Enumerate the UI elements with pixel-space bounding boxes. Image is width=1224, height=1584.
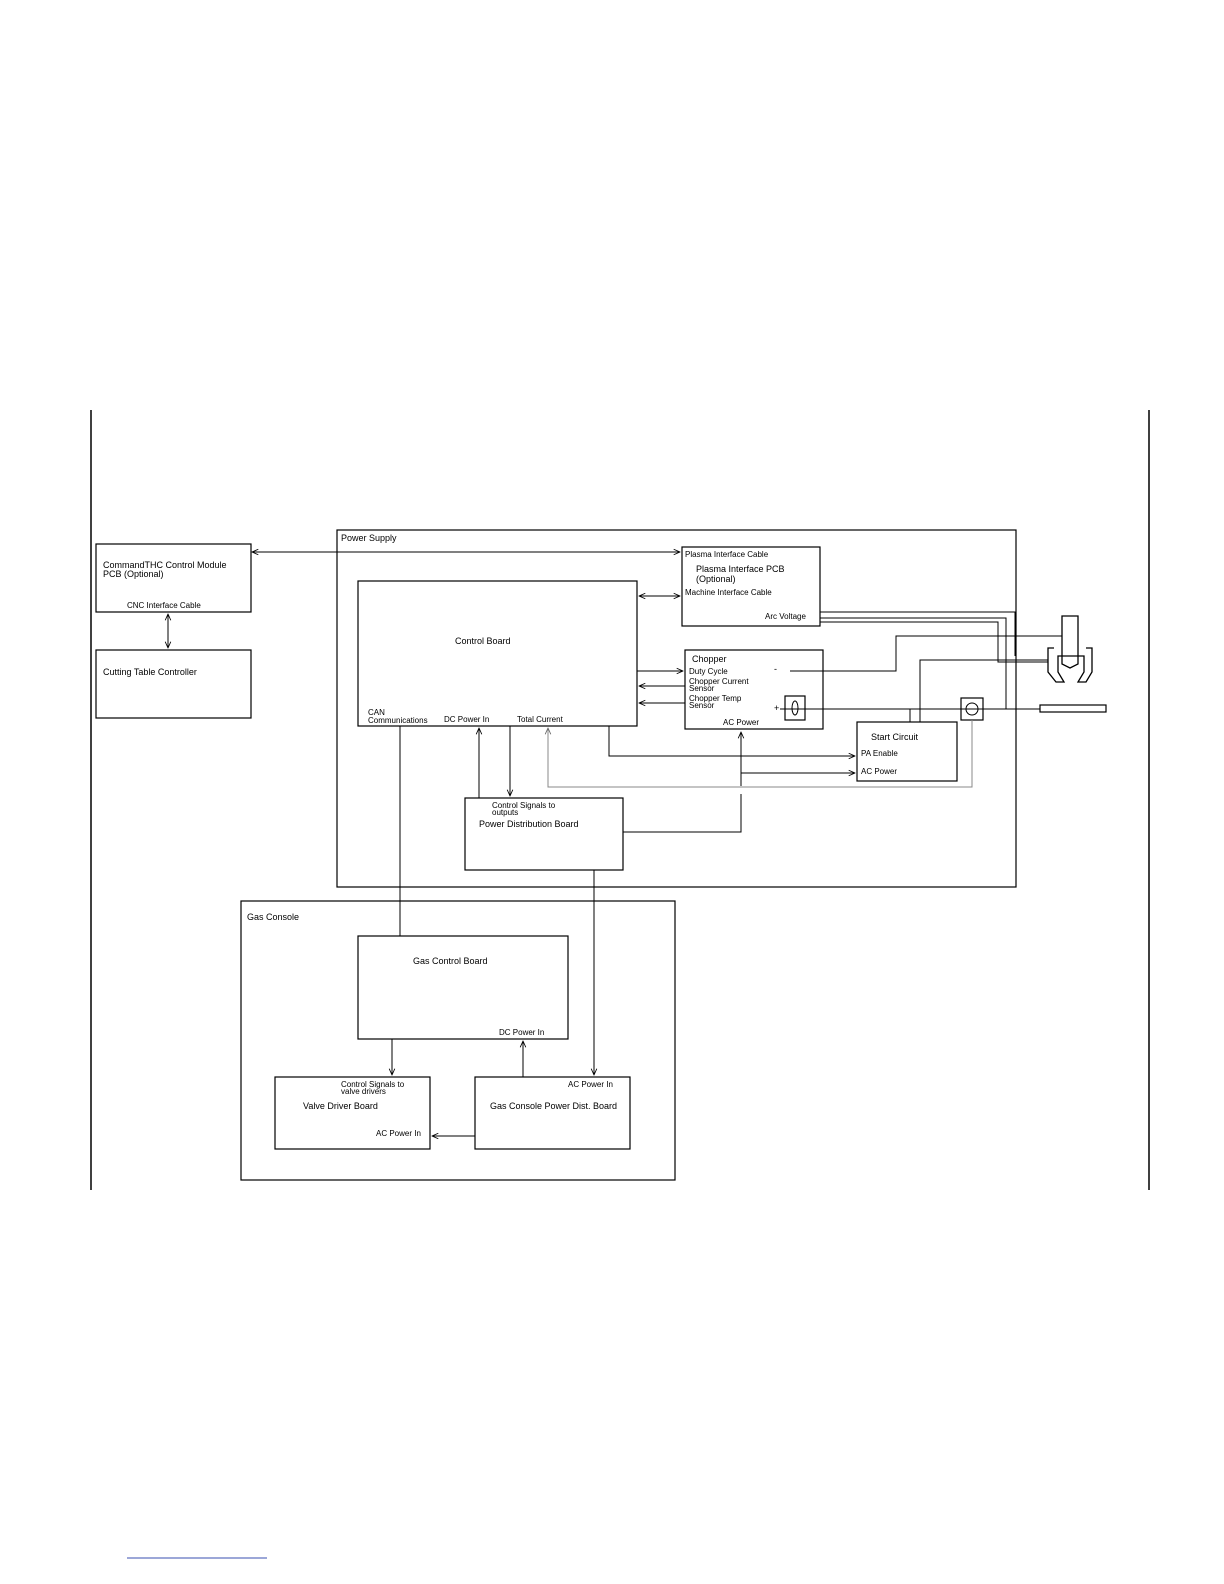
gas-power-dist-ac-in-label: AC Power In [568,1080,613,1089]
start-ac-power-label: AC Power [861,767,897,776]
plasma-interface-cable-label: Plasma Interface Cable [685,550,769,559]
valve-signals-1: Control Signals to [341,1080,405,1089]
valve-driver-title: Valve Driver Board [303,1101,378,1111]
plasma-interface-pcb [681,546,821,627]
chopper-box [684,649,824,730]
machine-interface-cable-label: Machine Interface Cable [685,588,772,597]
plasma-interface-title: Plasma Interface PCB [696,564,785,574]
power-dist-title: Power Distribution Board [479,819,579,829]
gas-control-board [357,935,569,1040]
gas-power-dist-title: Gas Console Power Dist. Board [490,1101,617,1111]
chopper-minus: - [774,664,777,674]
command-thc-group: CommandTHC Control Module PCB (Optional)… [95,543,252,613]
cutting-table-group: Cutting Table Controller [95,649,252,719]
valve-signals-2: valve drivers [341,1087,386,1096]
command-thc-title-2: PCB (Optional) [103,569,164,579]
chopper-temp-sensor-1: Chopper Temp [689,694,742,703]
current-sensor-coil-icon [791,700,799,716]
total-current-label: Total Current [517,715,564,724]
chopper-plus: + [774,703,779,713]
workpiece-icon [1039,704,1107,713]
control-board-title: Control Board [455,636,511,646]
connections [168,552,1062,1136]
can-label: CAN [368,708,385,717]
start-circuit-title: Start Circuit [871,732,919,742]
communications-label: Communications [368,716,428,725]
control-board [357,580,638,727]
duty-cycle-label: Duty Cycle [689,667,728,676]
chopper-current-sensor-2: Sensor [689,684,715,693]
control-dc-power-in-label: DC Power In [444,715,489,724]
gas-console-box [240,900,676,1181]
chopper-temp-sensor-2: Sensor [689,701,715,710]
power-supply-label: Power Supply [341,533,397,543]
pa-enable-label: PA Enable [861,749,898,758]
command-thc-box [95,543,252,613]
valve-driver-board [274,1076,431,1150]
power-dist-signals-2: outputs [492,808,518,817]
valve-ac-power-in-label: AC Power In [376,1129,421,1138]
command-thc-title-1: CommandTHC Control Module [103,560,227,570]
chopper-title: Chopper [692,654,727,664]
gas-control-title: Gas Control Board [413,956,488,966]
arc-voltage-label: Arc Voltage [765,612,806,621]
gas-console-power-dist-board [474,1076,631,1150]
gas-console-group: Gas Console Gas Control Board DC Power I… [240,900,676,1181]
chopper-ac-power-label: AC Power [723,718,759,727]
chopper-current-sensor-1: Chopper Current [689,677,749,686]
power-dist-signals-1: Control Signals to [492,801,556,810]
start-circuit-box [856,721,958,782]
cutting-table-title: Cutting Table Controller [103,667,197,677]
current-sensor-icon [784,695,806,721]
torch-icon [1047,615,1093,683]
cnc-interface-cable-label: CNC Interface Cable [127,601,201,610]
gas-console-label: Gas Console [247,912,299,922]
gas-dc-power-in-label: DC Power In [499,1028,544,1037]
cutting-table-box [95,649,252,719]
plasma-interface-optional: (Optional) [696,574,736,584]
power-distribution-board [464,797,624,871]
